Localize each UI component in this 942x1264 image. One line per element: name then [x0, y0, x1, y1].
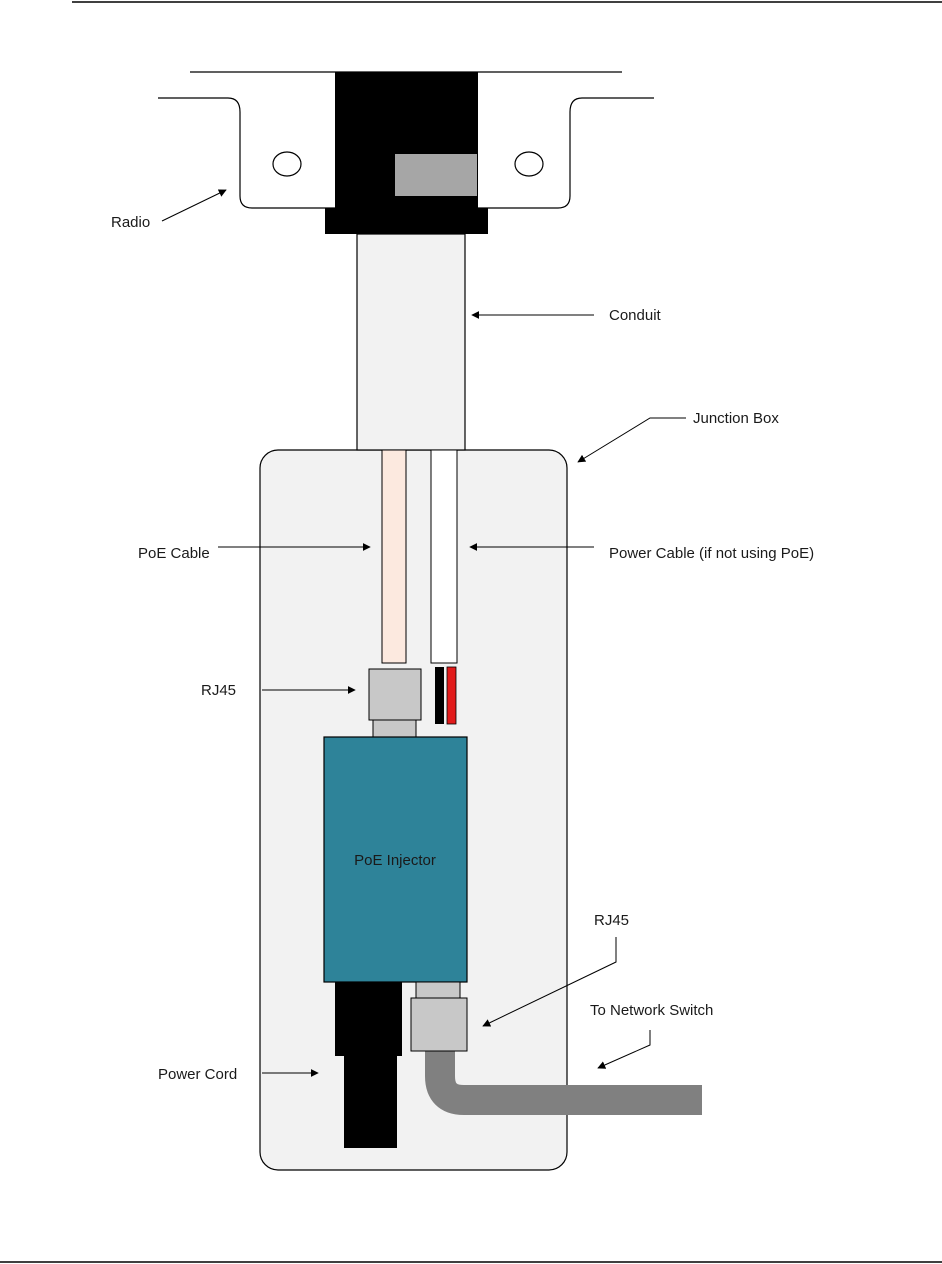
label-junction-box: Junction Box	[693, 410, 779, 427]
arrow-network-switch	[598, 1030, 650, 1068]
label-radio: Radio	[111, 214, 150, 231]
power-wire-red	[447, 667, 456, 724]
label-power-cord: Power Cord	[158, 1066, 237, 1083]
label-poe-injector: PoE Injector	[354, 852, 436, 869]
power-wire-black	[435, 667, 444, 724]
rj45-connector-bottom-neck	[416, 982, 460, 998]
rj45-connector-bottom	[411, 998, 467, 1051]
bracket-hole-left	[273, 152, 301, 176]
radio-base	[325, 208, 488, 234]
label-rj45-top: RJ45	[201, 682, 236, 699]
bracket-hole-right	[515, 152, 543, 176]
power-cord	[335, 982, 402, 1148]
rj45-connector-top-neck	[373, 720, 416, 737]
label-conduit: Conduit	[609, 307, 662, 324]
arrow-radio	[162, 190, 226, 221]
arrow-junction-box	[578, 418, 686, 462]
rj45-connector-top	[369, 669, 421, 720]
conduit	[357, 234, 465, 450]
power-cable	[431, 450, 457, 663]
label-poe-cable: PoE Cable	[138, 545, 210, 562]
poe-cable	[382, 450, 406, 663]
label-rj45-bottom: RJ45	[594, 912, 629, 929]
label-to-network-switch: To Network Switch	[590, 1002, 713, 1019]
label-power-cable: Power Cable (if not using PoE)	[609, 545, 814, 562]
radio-panel	[395, 154, 477, 196]
